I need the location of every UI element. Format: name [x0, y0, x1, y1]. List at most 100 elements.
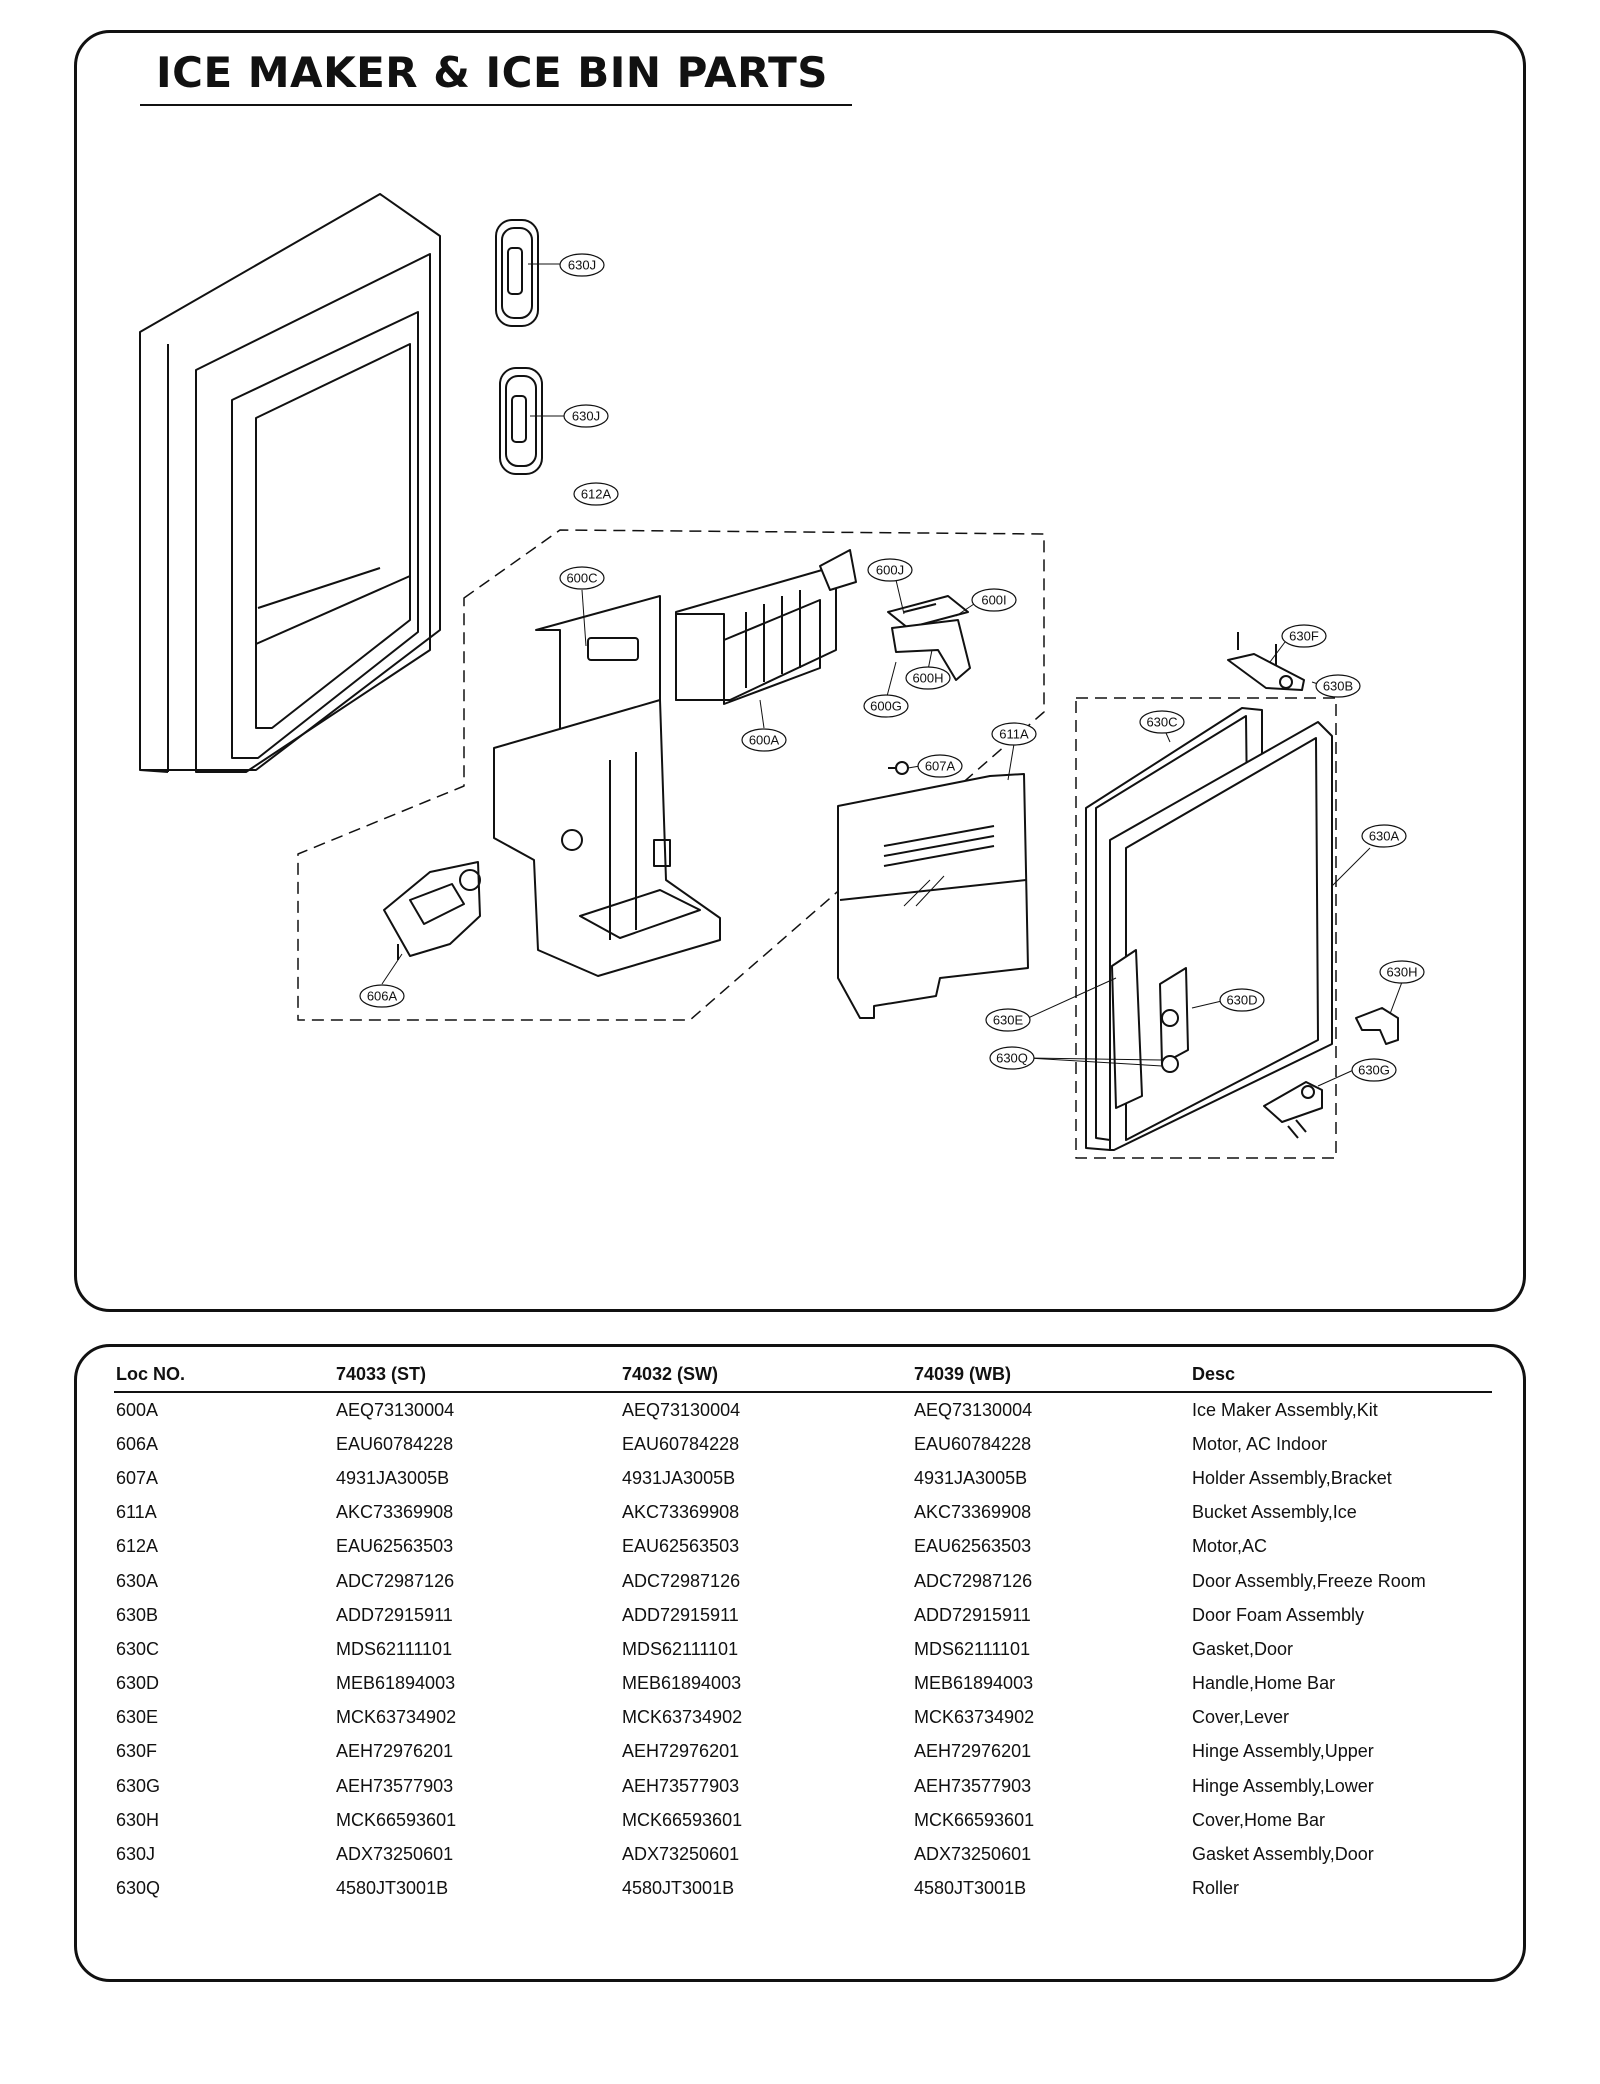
- cell-desc: Ice Maker Assembly,Kit: [1192, 1399, 1378, 1420]
- cell-desc: Handle,Home Bar: [1192, 1673, 1336, 1694]
- cell-desc: Door Foam Assembly: [1192, 1604, 1365, 1625]
- cell-74032-sw: 4580JT3001B: [622, 1878, 735, 1899]
- cell-74039-wb: AEH72976201: [914, 1741, 1032, 1762]
- cell-desc: Motor, AC Indoor: [1192, 1433, 1328, 1454]
- cell-74033-st: AEQ73130004: [336, 1399, 455, 1420]
- parts-table-panel: [74, 1344, 1526, 1982]
- column-header-74033-st: 74033 (ST): [334, 1357, 620, 1393]
- cell-loc-no: 630Q: [116, 1878, 161, 1899]
- cell-desc: Roller: [1192, 1878, 1240, 1899]
- callout-630j-bottom: 630J: [572, 409, 600, 424]
- cell-74039-wb: 4931JA3005B: [914, 1467, 1028, 1488]
- ice-maker-group-outline: [297, 529, 1045, 1021]
- cell-74032-sw: ADX73250601: [622, 1844, 740, 1865]
- cell-74039-wb: AEH73577903: [914, 1775, 1032, 1796]
- cell-74039-wb: MCK63734902: [914, 1707, 1035, 1728]
- gasket-630j-bottom: [499, 367, 543, 475]
- callout-611a: 611A: [999, 727, 1029, 742]
- cell-74033-st: MDS62111101: [336, 1638, 453, 1659]
- ice-maker-assembly-600a: [675, 549, 857, 705]
- column-header-desc: Desc: [1190, 1357, 1492, 1393]
- callout-630a: 630A: [1369, 829, 1400, 844]
- cell-loc-no: 630G: [116, 1775, 161, 1796]
- ice-maker-housing-600c: [493, 595, 721, 977]
- callout-630d: 630D: [1226, 993, 1257, 1008]
- cell-74033-st: MCK63734902: [336, 1707, 457, 1728]
- cell-desc: Cover,Home Bar: [1192, 1809, 1326, 1830]
- title-underline: [140, 104, 852, 106]
- table-row: 606A EAU60784228 EAU60784228 EAU60784228 Mot…: [114, 1427, 1492, 1461]
- callout-630c: 630C: [1146, 715, 1177, 730]
- callout-630j-top: 630J: [568, 258, 596, 273]
- cell-loc-no: 630D: [116, 1673, 160, 1694]
- table-row: 630C MDS62111101 MDS62111101 MDS62111101 Gas…: [114, 1632, 1492, 1666]
- cell-loc-no: 630F: [116, 1741, 158, 1762]
- cell-74039-wb: ADC72987126: [914, 1570, 1033, 1591]
- holder-607a: [888, 761, 909, 775]
- column-header-loc-no: Loc NO.: [114, 1357, 334, 1393]
- cell-74039-wb: 4580JT3001B: [914, 1878, 1027, 1899]
- cell-74033-st: ADX73250601: [336, 1844, 454, 1865]
- home-bar-cover-630h: [1355, 1007, 1399, 1045]
- ice-maker-bracket-parts: [887, 595, 971, 681]
- callout-600h: 600H: [912, 671, 943, 686]
- cell-74032-sw: EAU60784228: [622, 1433, 740, 1454]
- callout-600c: 600C: [566, 571, 597, 586]
- cell-loc-no: 630H: [116, 1809, 160, 1830]
- cell-loc-no: 607A: [116, 1467, 159, 1488]
- cell-74033-st: MEB61894003: [336, 1673, 456, 1694]
- callout-600i: 600I: [981, 593, 1006, 608]
- motor-606a: [383, 861, 481, 960]
- cell-74032-sw: MCK66593601: [622, 1809, 743, 1830]
- upper-hinge-630f: [1227, 632, 1305, 691]
- exploded-parts-diagram: 630J 630J 612A 600C 600J 600I 600H 600G …: [139, 193, 1425, 1159]
- cell-desc: Hinge Assembly,Upper: [1192, 1741, 1374, 1762]
- table-header-row: Loc NO. 74033 (ST) 74032 (SW) 74039 (WB)…: [114, 1357, 1492, 1393]
- cell-74032-sw: MEB61894003: [622, 1673, 742, 1694]
- cell-74033-st: ADD72915911: [336, 1604, 453, 1625]
- leader-lines: [381, 263, 1403, 1087]
- callout-bubbles: [359, 253, 1425, 1082]
- cell-loc-no: 600A: [116, 1399, 159, 1420]
- callout-600g: 600G: [870, 699, 902, 714]
- cell-loc-no: 630J: [116, 1844, 156, 1865]
- cell-74032-sw: AKC73369908: [622, 1502, 740, 1523]
- cell-74032-sw: EAU62563503: [622, 1536, 740, 1557]
- cell-74032-sw: AEQ73130004: [622, 1399, 741, 1420]
- callout-630e: 630E: [993, 1013, 1024, 1028]
- cell-desc: Gasket,Door: [1192, 1638, 1294, 1659]
- cell-loc-no: 630A: [116, 1570, 159, 1591]
- cell-74032-sw: MCK63734902: [622, 1707, 743, 1728]
- door-assembly-630a: [1085, 707, 1333, 1151]
- cell-desc: Hinge Assembly,Lower: [1192, 1775, 1374, 1796]
- cell-loc-no: 612A: [116, 1536, 159, 1557]
- cell-loc-no: 630E: [116, 1707, 159, 1728]
- callout-607a: 607A: [925, 759, 956, 774]
- cell-74039-wb: EAU60784228: [914, 1433, 1032, 1454]
- cell-74033-st: 4580JT3001B: [336, 1878, 449, 1899]
- cell-74039-wb: EAU62563503: [914, 1536, 1032, 1557]
- cell-74032-sw: AEH72976201: [622, 1741, 740, 1762]
- lower-hinge-630g: [1263, 1081, 1323, 1139]
- callout-612a: 612A: [581, 487, 612, 502]
- callout-600j: 600J: [876, 563, 904, 578]
- cell-74032-sw: 4931JA3005B: [622, 1467, 736, 1488]
- cell-74033-st: EAU60784228: [336, 1433, 454, 1454]
- callout-630b: 630B: [1323, 679, 1353, 694]
- ice-bucket-611a: [837, 773, 1029, 1019]
- cell-loc-no: 606A: [116, 1433, 159, 1454]
- column-header-74039-wb: 74039 (WB): [912, 1357, 1190, 1393]
- cell-74032-sw: AEH73577903: [622, 1775, 740, 1796]
- cell-74032-sw: MDS62111101: [622, 1638, 739, 1659]
- cell-74032-sw: ADD72915911: [622, 1604, 739, 1625]
- cell-loc-no: 630C: [116, 1638, 160, 1659]
- cell-74033-st: EAU62563503: [336, 1536, 454, 1557]
- cell-74039-wb: MDS62111101: [914, 1638, 1031, 1659]
